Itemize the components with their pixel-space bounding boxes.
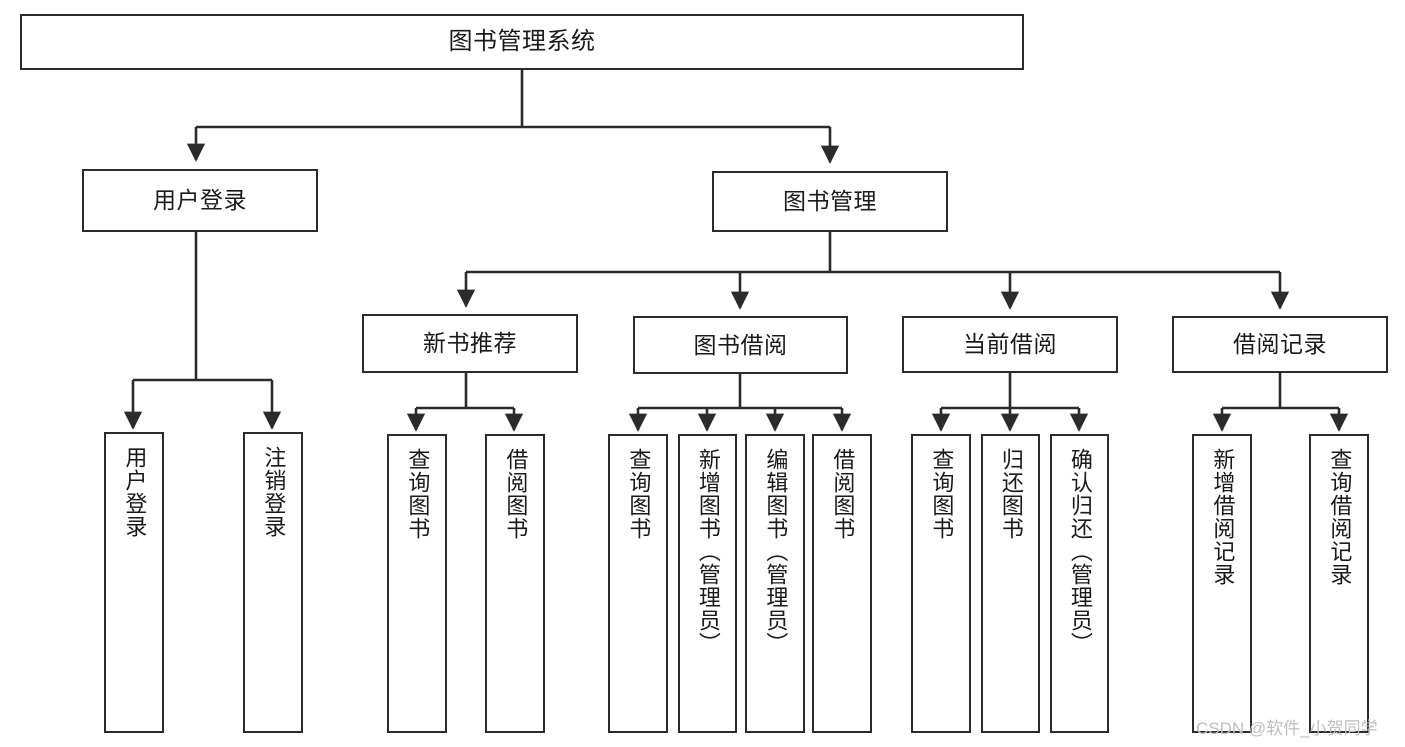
node-new-book-recommend[interactable]: 新书推荐 [362,314,578,373]
leaf-borrow-query-book-label: 查询图书 [626,448,652,540]
leaf-recommend-query-book-label: 查询图书 [405,448,431,540]
leaf-record-add-record-label: 新增借阅记录 [1210,448,1236,586]
leaf-current-return-book[interactable]: 归还图书 [981,434,1040,733]
leaf-record-add-record[interactable]: 新增借阅记录 [1192,434,1252,733]
leaf-borrow-borrow-book[interactable]: 借阅图书 [812,434,872,733]
node-book-borrow-label: 图书借阅 [693,331,788,358]
node-book-management[interactable]: 图书管理 [712,171,948,232]
leaf-user-login-signout[interactable]: 注销登录 [243,432,303,733]
node-root-system-label: 图书管理系统 [448,28,596,56]
node-root-system[interactable]: 图书管理系统 [20,14,1024,70]
node-user-login-label: 用户登录 [153,187,247,214]
leaf-recommend-borrow-book[interactable]: 借阅图书 [485,434,545,733]
leaf-borrow-query-book[interactable]: 查询图书 [608,434,668,733]
node-borrow-record[interactable]: 借阅记录 [1172,316,1388,373]
leaf-user-login-signin[interactable]: 用户登录 [104,432,164,733]
csdn-watermark: CSDN @软件_小贺同学 [1196,719,1378,738]
leaf-borrow-edit-book-label: 编辑图书（管理员） [763,448,789,655]
node-current-borrow[interactable]: 当前借阅 [902,316,1118,373]
node-current-borrow-label: 当前借阅 [963,331,1057,358]
leaf-recommend-borrow-book-label: 借阅图书 [503,448,529,540]
leaf-current-confirm-return[interactable]: 确认归还（管理员） [1050,434,1109,733]
leaf-record-query-record[interactable]: 查询借阅记录 [1309,434,1369,733]
leaf-borrow-borrow-book-label: 借阅图书 [830,448,856,540]
node-new-book-recommend-label: 新书推荐 [423,330,517,357]
node-book-management-label: 图书管理 [783,188,877,215]
leaf-current-confirm-return-label: 确认归还（管理员） [1067,448,1093,655]
leaf-current-query-book-label: 查询图书 [929,448,955,540]
leaf-borrow-add-book-label: 新增图书（管理员） [695,448,721,655]
node-book-borrow[interactable]: 图书借阅 [633,316,848,374]
leaf-borrow-edit-book[interactable]: 编辑图书（管理员） [745,434,805,733]
leaf-current-return-book-label: 归还图书 [998,448,1024,540]
leaf-user-login-signin-label: 用户登录 [122,446,148,538]
leaf-recommend-query-book[interactable]: 查询图书 [387,434,447,733]
node-borrow-record-label: 借阅记录 [1233,331,1327,358]
leaf-user-login-signout-label: 注销登录 [261,446,287,538]
node-user-login[interactable]: 用户登录 [82,169,318,232]
leaf-current-query-book[interactable]: 查询图书 [911,434,971,733]
leaf-borrow-add-book[interactable]: 新增图书（管理员） [678,434,737,733]
leaf-record-query-record-label: 查询借阅记录 [1327,448,1353,586]
